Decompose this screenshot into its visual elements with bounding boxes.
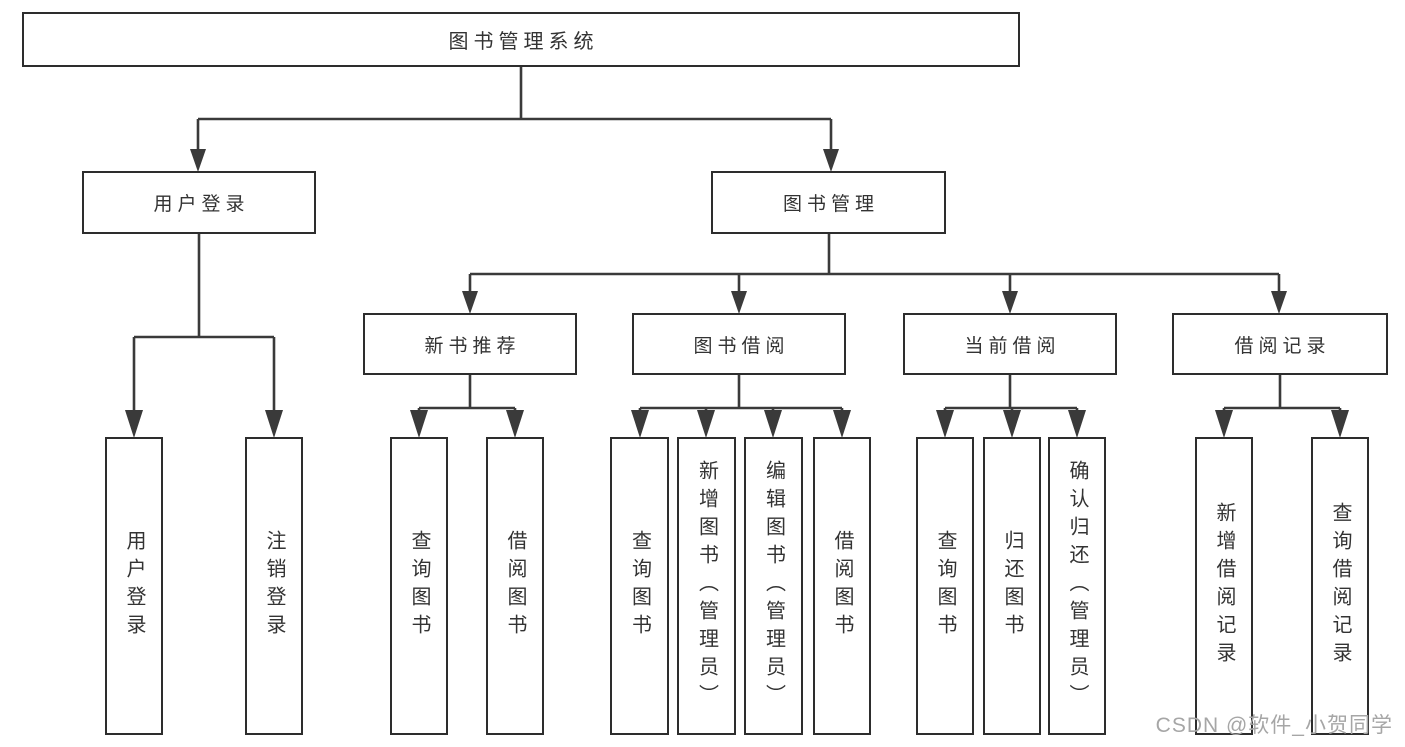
csdn-watermark: CSDN @软件_小贺同学 bbox=[1155, 714, 1393, 737]
node-root: 图书管理系统 bbox=[22, 12, 1020, 67]
node-new-book-recommend: 新书推荐 bbox=[363, 313, 577, 375]
node-label: 借阅记录 bbox=[1234, 335, 1331, 357]
node-label: 图书借阅 bbox=[693, 335, 790, 357]
node-label: 归还图书 bbox=[1001, 530, 1023, 642]
node-label: 注销登录 bbox=[263, 530, 285, 642]
leaf-borrow-add-books-admin: 新增图书（管理员） bbox=[677, 437, 736, 735]
node-current-borrow: 当前借阅 bbox=[903, 313, 1117, 375]
node-label: 当前借阅 bbox=[964, 335, 1061, 357]
node-label: 查询借阅记录 bbox=[1329, 502, 1351, 670]
node-book-management: 图书管理 bbox=[711, 171, 946, 234]
node-label: 确认归还（管理员） bbox=[1066, 460, 1088, 712]
node-label: 借阅图书 bbox=[504, 530, 526, 642]
node-label: 用户登录 bbox=[123, 530, 145, 642]
leaf-borrow-borrow-books: 借阅图书 bbox=[813, 437, 871, 735]
node-label: 用户登录 bbox=[153, 194, 250, 215]
node-label: 新增图书（管理员） bbox=[695, 460, 718, 712]
node-label: 新增借阅记录 bbox=[1213, 502, 1235, 670]
leaf-current-query-books: 查询图书 bbox=[916, 437, 974, 735]
node-label: 图书管理系统 bbox=[448, 31, 599, 53]
leaf-current-return-books: 归还图书 bbox=[983, 437, 1041, 735]
node-label: 查询图书 bbox=[628, 530, 651, 642]
leaf-user-login: 用户登录 bbox=[105, 437, 163, 735]
node-label: 编辑图书（管理员） bbox=[762, 460, 785, 712]
leaf-recommend-borrow-books: 借阅图书 bbox=[486, 437, 544, 735]
leaf-records-add-borrow-record: 新增借阅记录 bbox=[1195, 437, 1253, 735]
node-label: 查询图书 bbox=[934, 530, 956, 642]
leaf-logout: 注销登录 bbox=[245, 437, 303, 735]
node-borrow-records: 借阅记录 bbox=[1172, 313, 1388, 375]
node-label: 借阅图书 bbox=[831, 530, 853, 642]
leaf-borrow-query-books: 查询图书 bbox=[610, 437, 669, 735]
node-label: 新书推荐 bbox=[424, 335, 521, 357]
node-user-login: 用户登录 bbox=[82, 171, 316, 234]
leaf-current-confirm-return-admin: 确认归还（管理员） bbox=[1048, 437, 1106, 735]
leaf-borrow-edit-books-admin: 编辑图书（管理员） bbox=[744, 437, 803, 735]
node-label: 图书管理 bbox=[782, 194, 879, 215]
leaf-records-query-borrow-record: 查询借阅记录 bbox=[1311, 437, 1369, 735]
leaf-recommend-query-books: 查询图书 bbox=[390, 437, 448, 735]
node-book-borrow: 图书借阅 bbox=[632, 313, 846, 375]
node-label: 查询图书 bbox=[408, 530, 430, 642]
